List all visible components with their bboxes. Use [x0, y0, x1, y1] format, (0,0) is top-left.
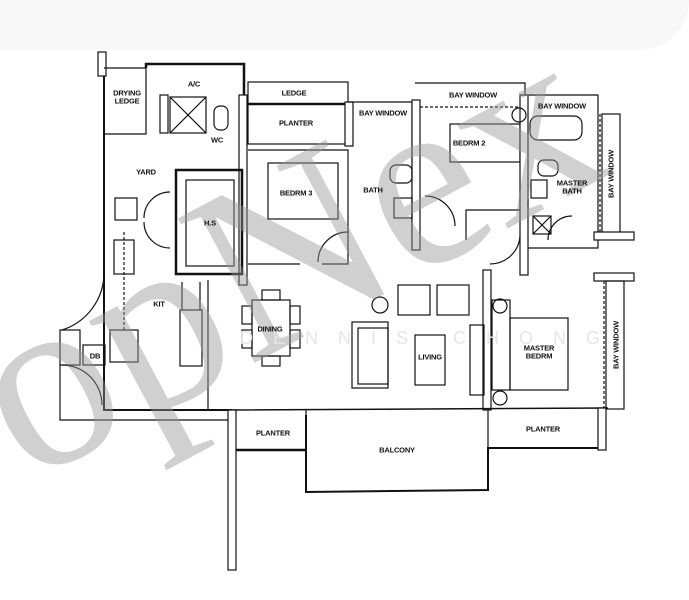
room-label-master-bedroom: MASTER BEDRM — [523, 343, 555, 360]
room-label-household-shelter: H.S — [204, 218, 216, 228]
room-label-bay-window-bath: BAY WINDOW — [358, 108, 408, 118]
watermark-name: DENNIS CHONG — [240, 328, 621, 348]
room-label-living: LIVING — [418, 352, 442, 362]
room-label-db: DB — [89, 351, 101, 361]
room-label-planter-left: PLANTER — [255, 428, 291, 438]
room-label-bay-window-master-bath: BAY WINDOW — [537, 101, 587, 111]
room-label-bay-window-right-upper: BAY WINDOW — [606, 149, 616, 199]
room-label-ac: A/C — [187, 79, 201, 89]
room-label-bay-window-right-lower: BAY WINDOW — [611, 320, 621, 370]
room-label-yard: YARD — [136, 167, 156, 177]
top-background-band — [0, 0, 689, 50]
room-label-master-bath: MASTER BATH — [556, 178, 588, 195]
room-label-planter-right: PLANTER — [525, 424, 561, 434]
room-label-drying-ledge: DRYING LEDGE — [113, 88, 141, 105]
room-label-bedroom-3: BEDRM 3 — [279, 188, 313, 198]
room-label-wc: WC — [210, 135, 224, 145]
room-label-balcony: BALCONY — [379, 445, 415, 455]
room-label-dining: DINING — [257, 324, 283, 334]
room-label-planter-top: PLANTER — [278, 118, 314, 128]
room-label-bath: BATH — [363, 185, 383, 195]
room-label-ledge: LEDGE — [281, 88, 307, 98]
room-label-kitchen: KIT — [153, 299, 165, 309]
room-label-bedroom-2: BEDRM 2 — [452, 138, 486, 148]
room-label-bay-window-bedroom-2: BAY WINDOW — [448, 90, 498, 100]
